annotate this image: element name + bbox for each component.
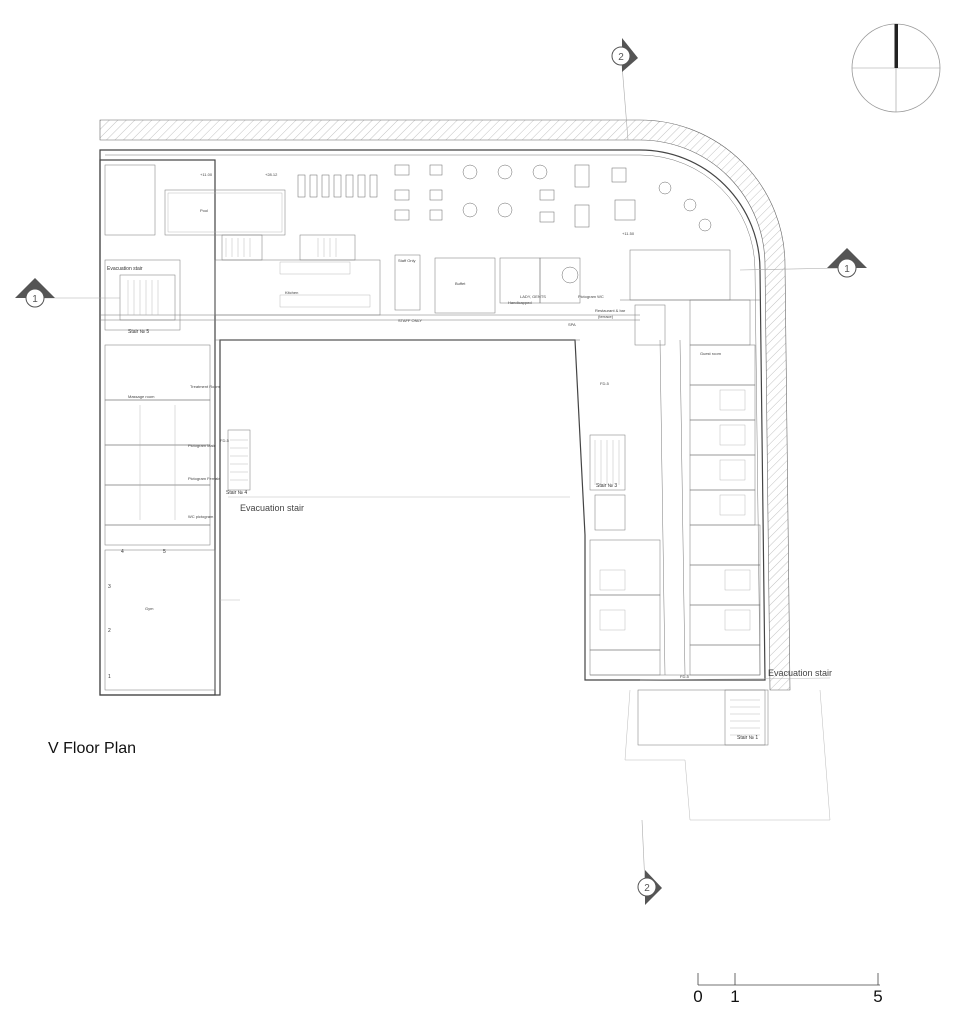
label-evacuation-stair-nw: Evacuation stair — [107, 266, 143, 272]
label-wc-pictogram: WC pictogram — [188, 514, 214, 519]
west-wing-rooms — [104, 164, 216, 691]
label-elevation-1: +11.00 — [200, 172, 213, 177]
label-spa: SPA — [568, 322, 576, 327]
section-lines — [40, 64, 846, 886]
label-evacuation-stair-mid: Evacuation stair — [240, 503, 304, 513]
label-number-5: 5 — [163, 549, 166, 555]
label-stair-4: Stair № 4 — [226, 490, 247, 496]
label-elevation-2: +28.12 — [265, 172, 278, 177]
label-pictogram-female: Pictogram Female — [188, 476, 221, 481]
label-fd5-west: FD-5 — [220, 438, 230, 443]
building-outline — [99, 149, 766, 696]
label-staff-only: Staff Only — [398, 258, 416, 263]
sun-loungers — [297, 174, 378, 198]
label-buffet: Buffet — [455, 281, 466, 286]
label-restaurant-bar-sub: (terrace) — [598, 314, 614, 319]
label-guest-room: Guest room — [700, 351, 722, 356]
label-massage-room: Massage room — [128, 394, 155, 399]
evacuation-lines — [220, 496, 831, 681]
stair-4-drawing — [227, 429, 251, 491]
label-stair-1: Stair № 1 — [737, 735, 758, 741]
scale-label-5: 5 — [873, 987, 882, 1006]
kitchen-area — [214, 234, 381, 316]
label-fd5-south: FD-5 — [680, 674, 690, 679]
stair-3-drawing — [589, 304, 666, 531]
section-marker-left: 1 — [15, 278, 55, 308]
label-pool: Pool — [200, 208, 208, 213]
scale-label-1: 1 — [730, 987, 739, 1006]
restaurant-tables — [394, 164, 712, 232]
label-stair-5: Stair № 5 — [128, 329, 149, 335]
pool — [164, 189, 286, 236]
label-fd5-east: FD-5 — [600, 381, 610, 386]
section-label-top: 2 — [618, 52, 624, 63]
label-number-2: 2 — [108, 628, 111, 634]
scale-label-0: 0 — [693, 987, 702, 1006]
east-wing-rooms — [589, 249, 761, 676]
label-pictogram-wc: Pictogram WC — [578, 294, 604, 299]
label-kitchen: Kitchen — [285, 290, 298, 295]
plan-title: V Floor Plan — [48, 740, 136, 757]
label-restaurant-bar: Restaurant & bar — [595, 308, 626, 313]
scale-bar: 0 1 5 — [693, 973, 883, 1006]
section-label-bottom: 2 — [644, 883, 650, 894]
label-handicapped: Handicapped — [508, 300, 532, 305]
section-marker-bottom: 2 — [637, 870, 662, 905]
stair-5-drawing — [119, 274, 176, 321]
label-staff-only-corridor: STAFF ONLY — [398, 318, 422, 323]
section-label-left: 1 — [32, 294, 38, 305]
room-labels: Evacuation stair Stair № 5 Pool Kitchen … — [107, 172, 832, 741]
label-gym: Gym — [145, 606, 154, 611]
label-number-3: 3 — [108, 584, 111, 590]
label-treatment-room: Treatment Room — [190, 384, 221, 389]
section-label-right: 1 — [844, 264, 850, 275]
label-elevation-3: +11.50 — [622, 231, 635, 236]
north-arrow-icon — [851, 23, 941, 113]
label-evacuation-stair-east: Evacuation stair — [768, 668, 832, 678]
section-marker-top: 2 — [611, 38, 638, 72]
section-marker-right: 1 — [827, 248, 867, 278]
stair-1-drawing — [624, 689, 831, 821]
label-number-1: 1 — [108, 674, 111, 680]
label-lady-gents: LADY, GENTS — [520, 294, 546, 299]
label-stair-3: Stair № 3 — [596, 483, 617, 489]
label-number-4: 4 — [121, 549, 124, 555]
buffet-wc-block — [394, 254, 581, 314]
label-pictogram-male: Pictogram Male — [188, 443, 217, 448]
terrace-hatch-band — [99, 119, 791, 691]
